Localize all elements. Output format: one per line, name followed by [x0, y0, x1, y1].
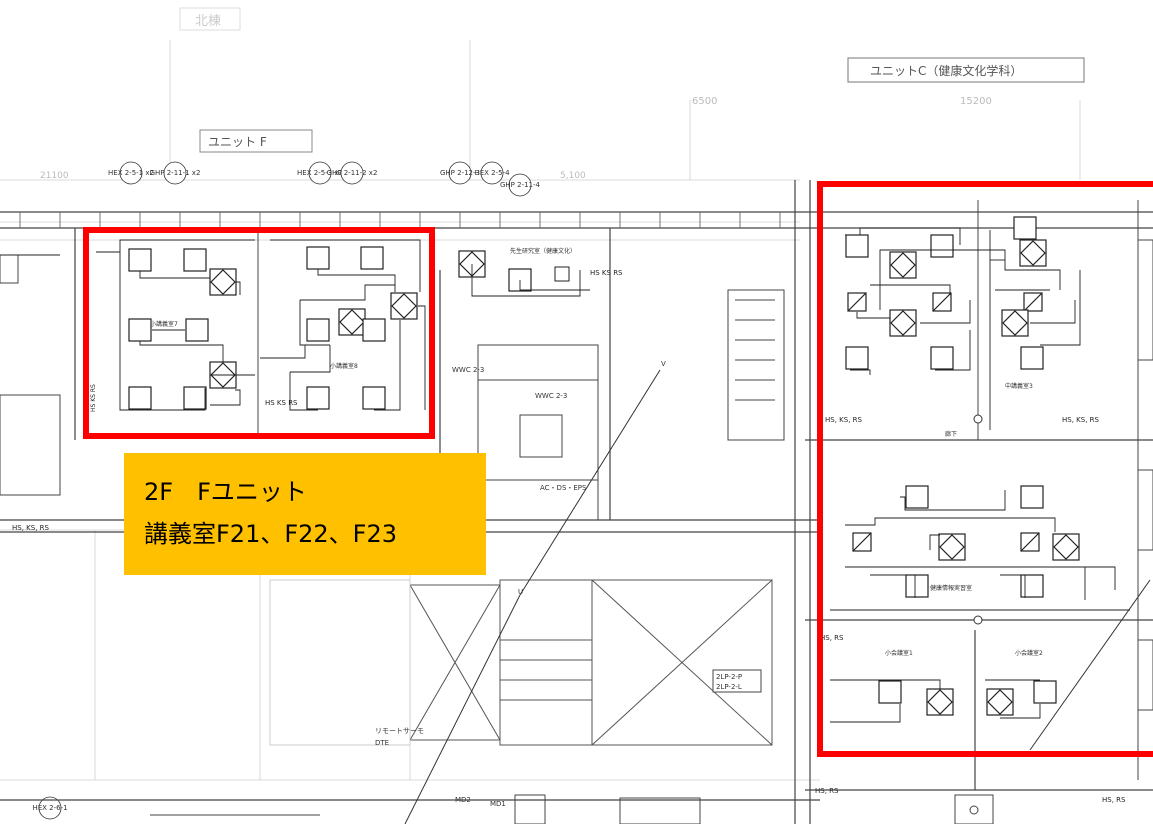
equipment-tag: GHP 2-11-4 — [500, 181, 541, 189]
note-label: HS KS RS — [265, 399, 298, 407]
room-label: 小会議室1 — [885, 649, 913, 657]
room-label: 小講義室7 — [150, 320, 178, 328]
pipe-label: V — [661, 360, 666, 368]
room-label: 小講義室8 — [330, 362, 358, 370]
dimension-label: 21100 — [40, 171, 69, 181]
callout-rooms: 講義室F21、F22、F23 — [144, 520, 398, 548]
dimension-label: 5,100 — [560, 171, 586, 181]
room-label: 中講義室3 — [1005, 382, 1033, 390]
remote-label: リモートサーモ — [375, 727, 424, 735]
room-label: WWC 2-3 — [535, 392, 567, 400]
room-label: 先生研究室（健康文化） — [510, 247, 576, 255]
unit-c-label: ユニットC（健康文化学科） — [870, 63, 1022, 78]
equipment-tag: GHP 2-12-3 — [440, 169, 480, 177]
equipment-tag: HEX 2-6-1 — [32, 804, 67, 812]
room-label: 廊下 — [945, 430, 957, 438]
equipment-tag: HEX 2-5-4 — [474, 169, 510, 177]
note-label: HS KS RS — [90, 384, 97, 412]
equipment-tag: GHP 2-11-2 x2 — [327, 169, 378, 177]
note-label: HS, RS — [820, 634, 844, 642]
panel-label: 2LP-2-L — [716, 683, 742, 691]
dimension-label: 6500 — [692, 96, 717, 107]
callout-title: 2F Fユニット — [144, 478, 307, 506]
highlight-frame-unit-c — [817, 181, 1153, 757]
unit-f-label: ユニット F — [208, 135, 267, 149]
md-label: MD1 — [490, 800, 506, 808]
note-label: HS, KS, RS — [825, 416, 863, 424]
room-label: 小会議室2 — [1015, 649, 1043, 657]
room-label: AC・DS・EPS — [540, 484, 587, 492]
highlight-frame-unit-f — [83, 227, 435, 439]
dte-label: DTE — [375, 739, 389, 747]
md-label: MD2 — [455, 796, 471, 804]
equipment-tag: GHP 2-11-1 x2 — [150, 169, 201, 177]
equipment-tag: HEX 2-5-1 x2 — [108, 169, 154, 177]
callout-box: 2F Fユニット 講義室F21、F22、F23 — [124, 453, 486, 575]
north-wing-label: 北棟 — [195, 14, 221, 29]
pipe-label: U — [518, 588, 523, 596]
note-label: HS KS RS — [590, 269, 623, 277]
note-label: HS, RS — [815, 787, 839, 795]
room-label: WWC 2-3 — [452, 366, 484, 374]
room-label: 健康情報実習室 — [930, 584, 972, 592]
note-label: HS, KS, RS — [1062, 416, 1100, 424]
dimension-label: 15200 — [960, 96, 992, 107]
note-label: HS, KS, RS — [12, 524, 50, 532]
note-label: HS, RS — [1102, 796, 1126, 804]
panel-label: 2LP-2-P — [716, 673, 742, 681]
equipment-tag: HEX 2-5-3 x2 — [297, 169, 343, 177]
